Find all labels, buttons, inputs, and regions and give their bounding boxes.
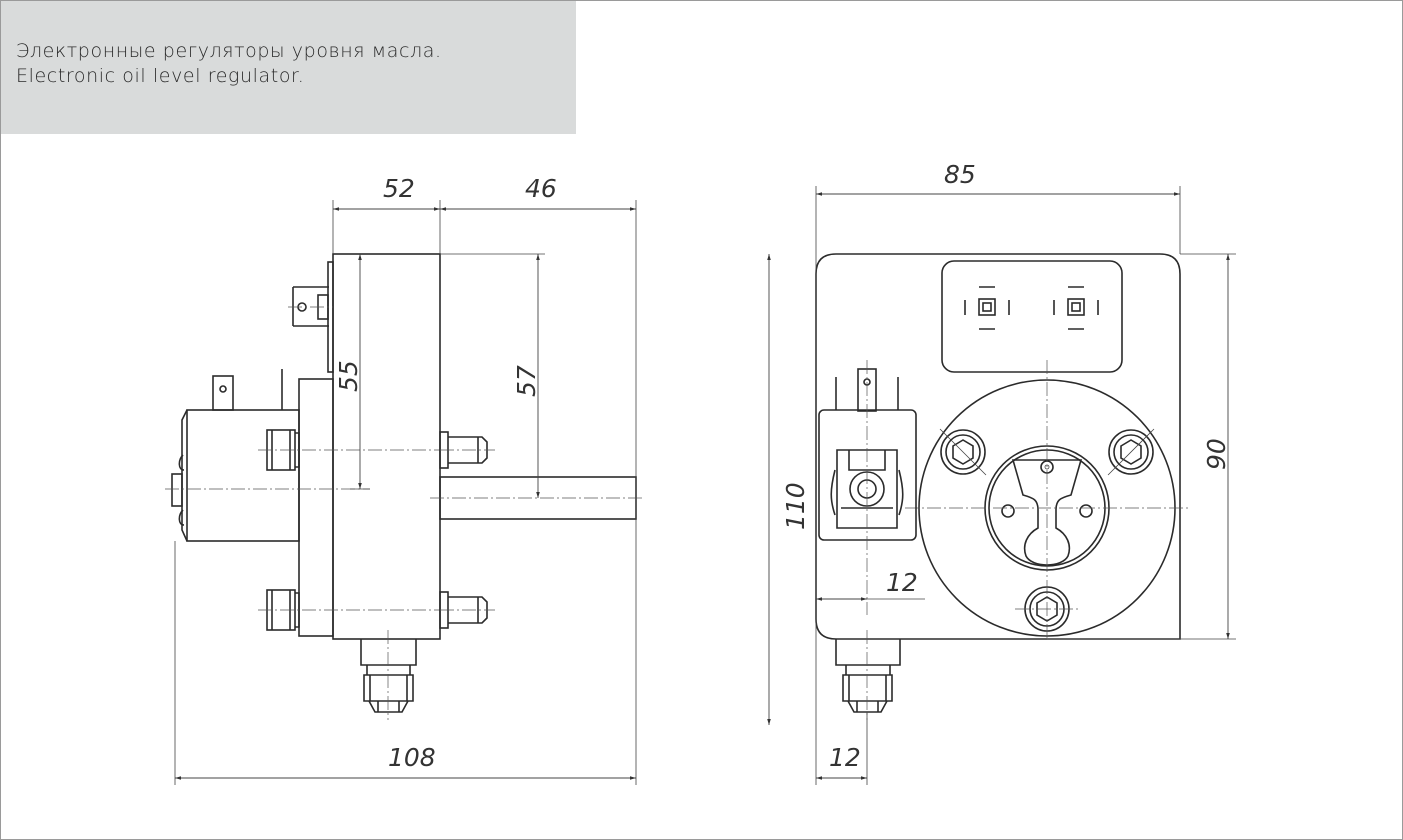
dim-110: 110 [781, 482, 810, 530]
front-terminal-right [1053, 286, 1099, 330]
side-coil-terminal [212, 375, 234, 411]
side-fitting-body [360, 639, 417, 666]
front-housing [815, 253, 1181, 640]
dim-46: 46 [525, 174, 557, 203]
dim-108: 108 [388, 743, 436, 772]
dim-90: 90 [1202, 438, 1231, 470]
front-solenoid [818, 409, 917, 541]
title-english: Electronic oil level regulator. [16, 65, 305, 87]
side-top-connector [292, 286, 329, 327]
front-fitting-body [835, 639, 901, 666]
dim-52: 52 [383, 174, 415, 203]
side-housing [332, 253, 441, 640]
dim-57: 57 [512, 365, 541, 397]
title-russian: Электронные регуляторы уровня масла. [16, 40, 442, 62]
front-terminal-left [964, 286, 1010, 330]
front-connector-box [941, 260, 1123, 373]
front-bolt-right [1107, 428, 1155, 476]
side-view: 52 46 55 57 108 [165, 174, 645, 785]
side-flange [298, 378, 334, 637]
front-float [1011, 459, 1083, 566]
dim-55: 55 [334, 360, 363, 392]
front-view: 85 90 110 12 12 [767, 160, 1236, 785]
title-block: Электронные регуляторы уровня масла. Ele… [1, 1, 576, 134]
side-solenoid [186, 409, 300, 542]
front-bolt-left [939, 428, 987, 476]
dim-12-bottom: 12 [829, 743, 861, 772]
dim-85: 85 [944, 160, 976, 189]
dim-12-mid: 12 [886, 568, 918, 597]
